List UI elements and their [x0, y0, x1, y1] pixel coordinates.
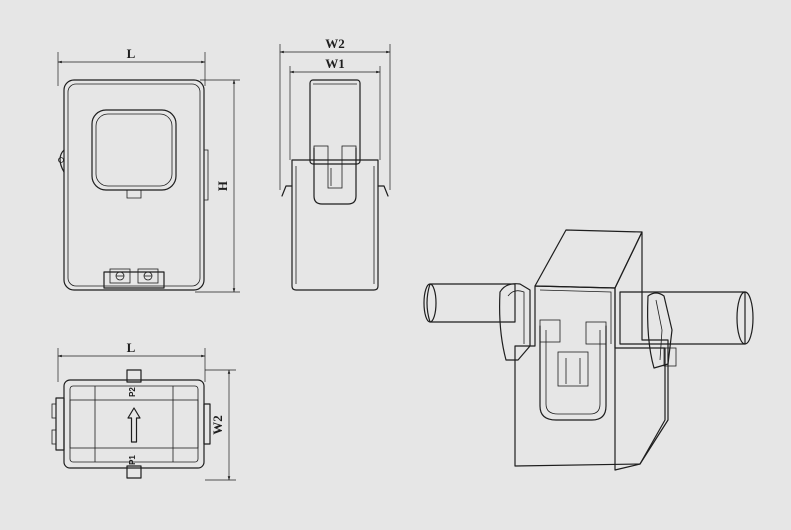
front-view: L H [57, 46, 240, 293]
iso-right-clamp [647, 292, 673, 369]
side-outer-label: W2 [325, 36, 345, 51]
bottom-view: L W2 P2 P1 [51, 340, 236, 481]
isometric-view [423, 229, 754, 471]
iso-front-face [514, 285, 666, 467]
iso-top-face [534, 229, 643, 289]
cable-right [619, 291, 746, 345]
iso-latch [539, 325, 607, 421]
cable-left [426, 283, 516, 323]
hinge-pin-icon [58, 157, 64, 163]
bottom-width-label: L [127, 340, 136, 355]
terminal-label-p1: P1 [128, 455, 137, 465]
side-view: W2 W1 [279, 36, 391, 291]
current-direction-arrow-icon [127, 407, 141, 443]
iso-left-clamp [499, 283, 531, 361]
front-height-label: H [215, 181, 230, 191]
bottom-depth-label: W2 [210, 415, 225, 435]
front-body-outline [63, 79, 205, 291]
terminal-label-p2: P2 [128, 387, 137, 397]
side-body-outline [291, 159, 379, 291]
front-window [91, 109, 177, 191]
front-width-label: L [127, 46, 136, 61]
front-terminal-block [103, 271, 165, 289]
side-inner-label: W1 [325, 56, 345, 71]
side-top-cap [309, 79, 361, 165]
iso-side-face [614, 231, 669, 471]
